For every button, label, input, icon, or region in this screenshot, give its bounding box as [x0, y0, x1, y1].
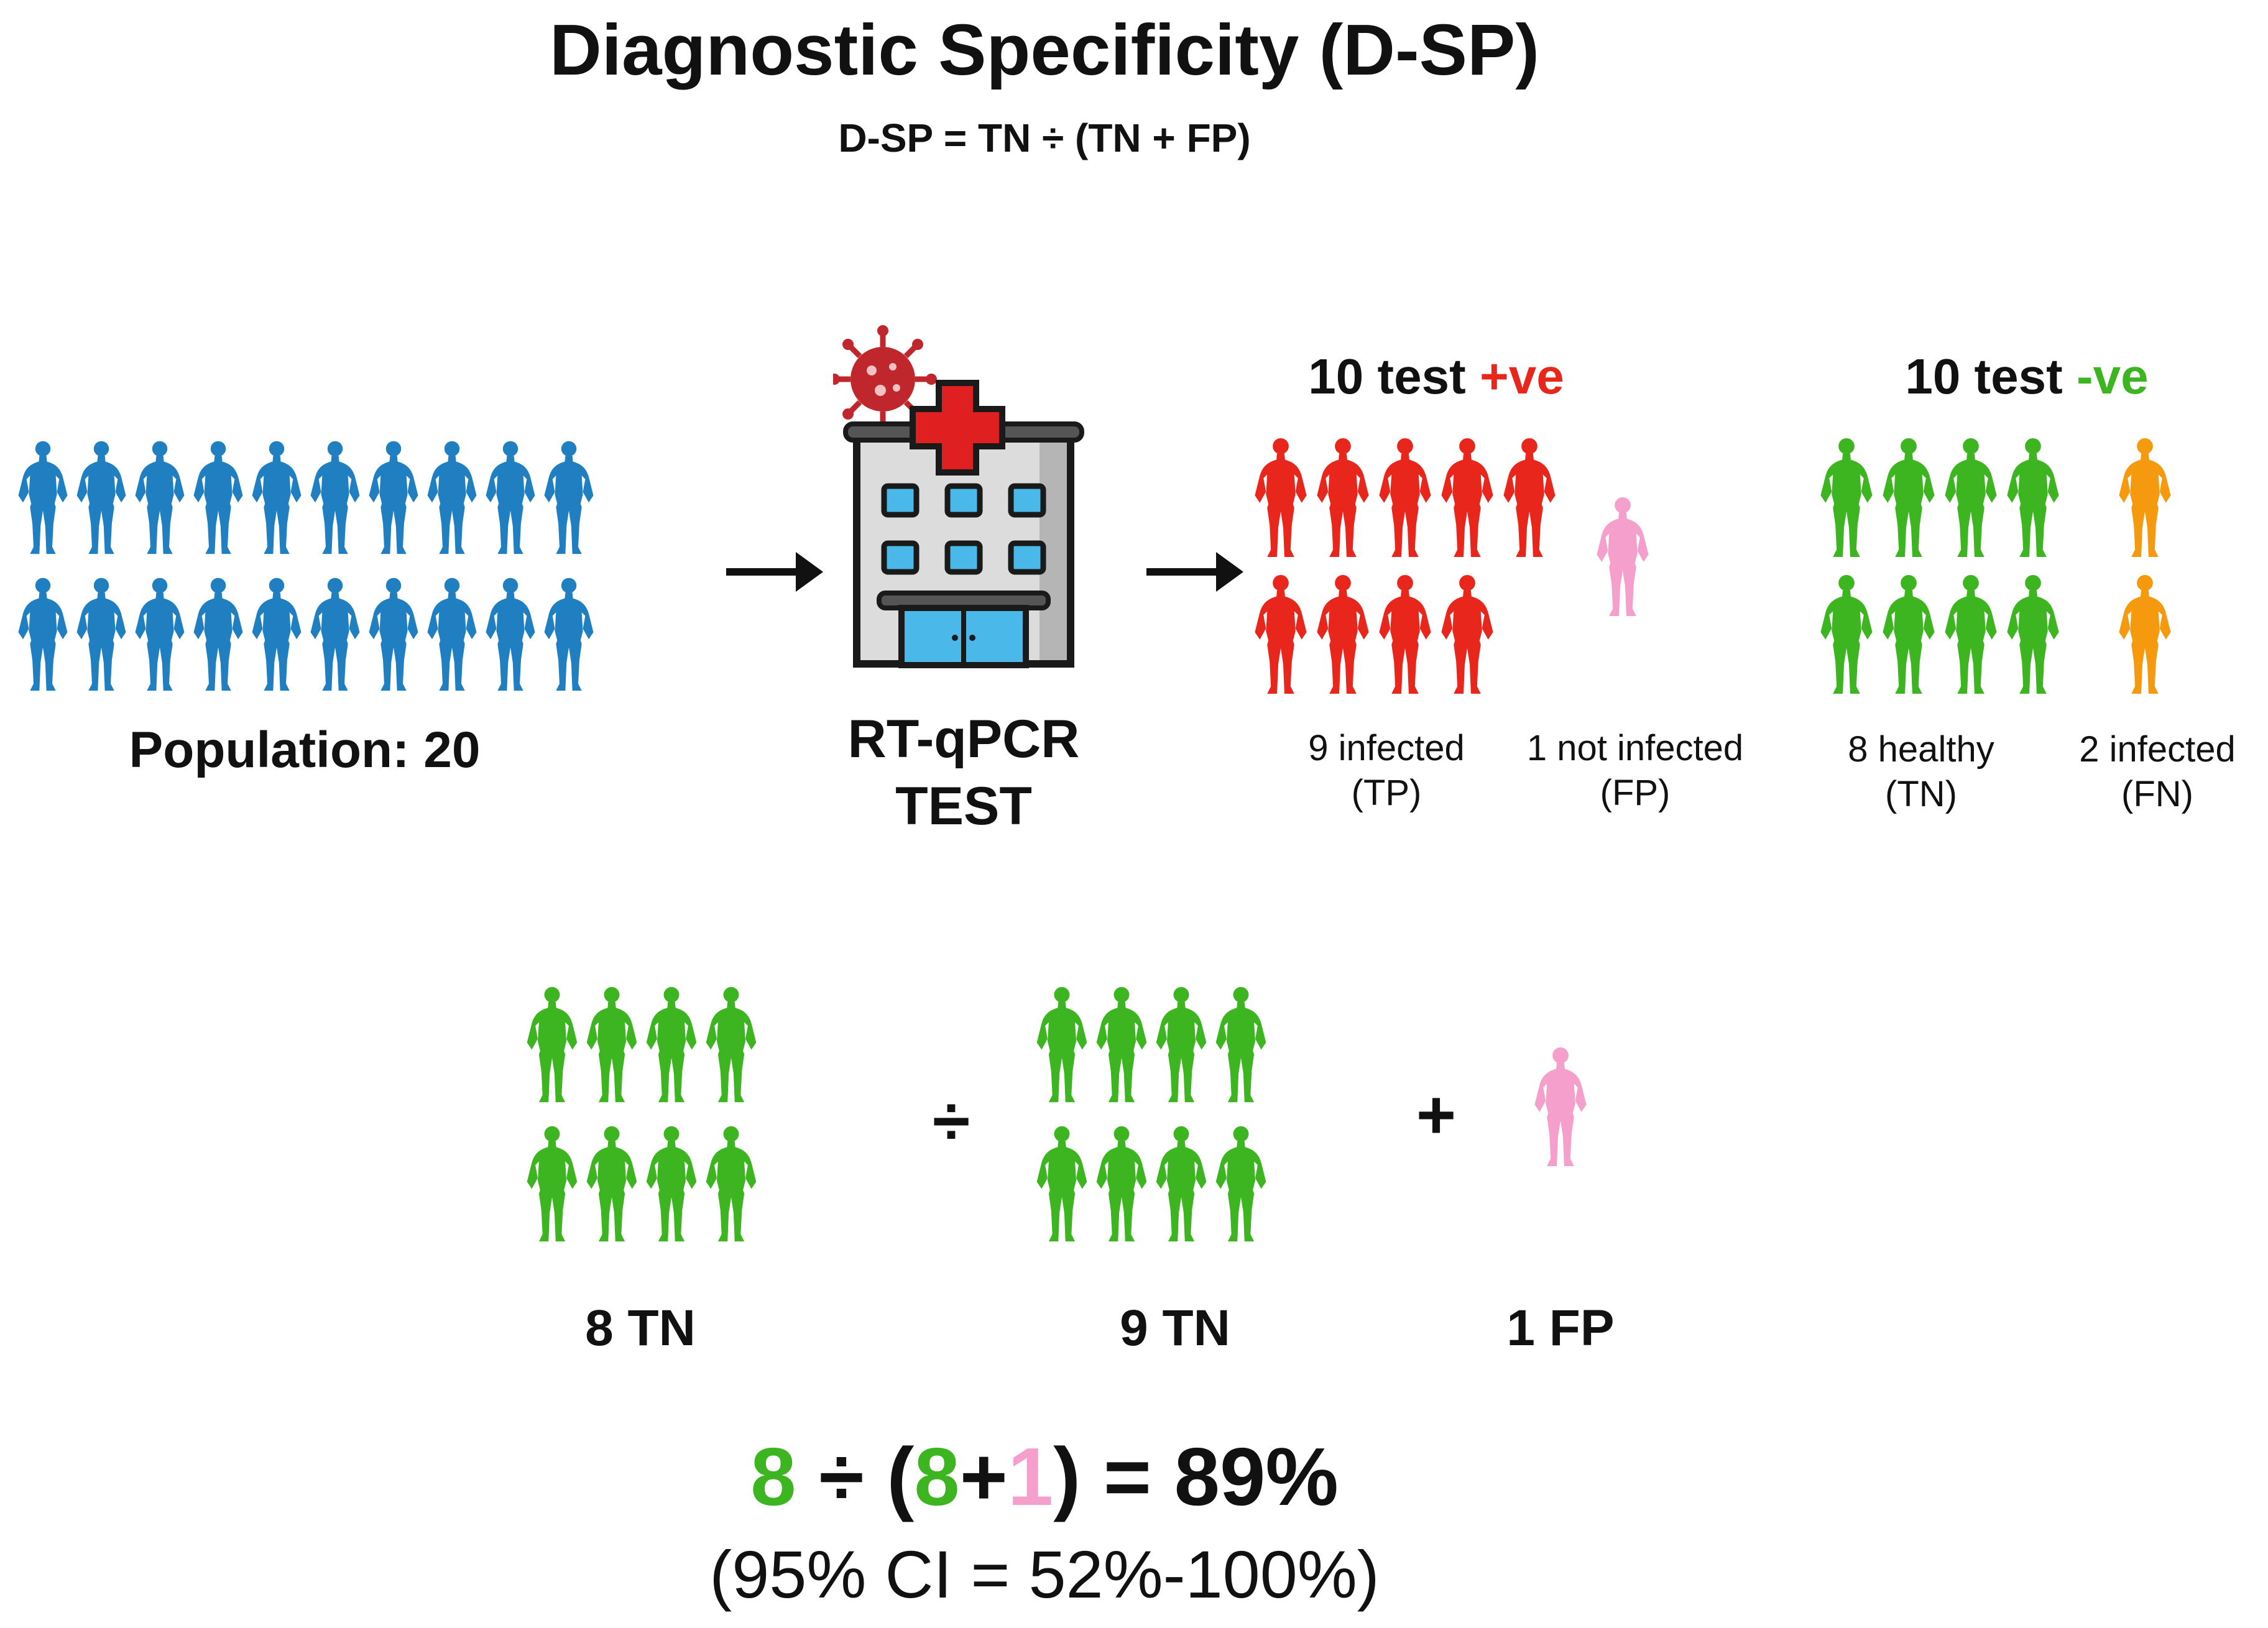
result-plus: + — [959, 1431, 1008, 1522]
population-person-icon — [423, 572, 481, 695]
hospital-icon — [833, 325, 1084, 668]
tn-person-icon — [1878, 572, 1940, 695]
population-person-icon — [72, 572, 131, 695]
tn-person-icon — [1940, 572, 2002, 695]
numerator-label: 8 TN — [585, 1300, 696, 1356]
negative-heading: 10 test -ve — [1809, 348, 2244, 405]
tn-person-icon — [582, 982, 642, 1105]
formula-text: D-SP = TN ÷ (TN + FP) — [838, 116, 1251, 160]
tn-person-icon — [522, 1121, 582, 1244]
arrow-to-results — [1146, 552, 1243, 592]
population-person-icon — [247, 572, 306, 695]
tn-label-line2: (TN) — [1885, 774, 1957, 814]
confidence-interval: (95% CI = 52%-100%) — [709, 1537, 1380, 1612]
tn-person-icon — [701, 1121, 761, 1244]
tn-person-icon — [1151, 1121, 1211, 1244]
result-fp: 1 — [1007, 1431, 1054, 1522]
population-person-icon — [540, 572, 598, 695]
tn-person-icon — [1815, 435, 1878, 558]
population-person-icon — [189, 435, 247, 558]
tn-person-icon — [582, 1121, 642, 1244]
result-divide: ÷ ( — [796, 1431, 915, 1522]
tn-person-icon — [522, 982, 582, 1105]
population-person-icon — [364, 572, 423, 695]
fp-label-line1: 1 not infected — [1526, 728, 1744, 768]
tp-label-line2: (TP) — [1351, 773, 1422, 813]
tn-person-icon — [1032, 982, 1092, 1105]
true-positive-group — [1250, 435, 1560, 695]
tp-person-icon — [1374, 572, 1436, 695]
positive-heading-suffix: +ve — [1480, 349, 1564, 404]
divide-sign: ÷ — [932, 1083, 970, 1159]
denominator-label: 9 TN — [1120, 1300, 1230, 1356]
population-person-icon — [131, 435, 189, 558]
tn-person-icon — [1151, 982, 1211, 1105]
tn-person-icon — [1878, 435, 1940, 558]
negative-heading-suffix: -ve — [2077, 349, 2149, 404]
tn-person-icon — [1092, 1121, 1151, 1244]
page-title: Diagnostic Specificity (D-SP) — [549, 9, 1540, 90]
tp-person-icon — [1250, 435, 1312, 558]
tn-person-icon — [1032, 1121, 1092, 1244]
population-person-icon — [14, 572, 72, 695]
tn-person-icon — [1940, 435, 2002, 558]
population-person-icon — [364, 435, 423, 558]
population-person-icon — [14, 435, 72, 558]
fn-person-icon — [2114, 435, 2176, 558]
population-person-icon — [247, 435, 306, 558]
population-person-icon — [306, 572, 364, 695]
result-tn: 8 — [750, 1431, 796, 1522]
test-label-line2: TEST — [895, 776, 1032, 836]
denominator-tn-group — [1032, 982, 1271, 1244]
tn-person-icon — [1815, 572, 1878, 695]
result-equation: 8 ÷ (8+1) = 89% — [0, 1430, 2089, 1524]
tn-person-icon — [2002, 435, 2064, 558]
tp-person-icon — [1312, 572, 1374, 695]
tn-person-icon — [1211, 982, 1271, 1105]
plus-sign: + — [1416, 1077, 1457, 1153]
false-negative-group — [2114, 435, 2176, 695]
tn-person-icon — [642, 982, 701, 1105]
tn-person-icon — [642, 1121, 701, 1244]
negative-heading-prefix: 10 test — [1905, 349, 2077, 404]
fp-equation-label: 1 FP — [1506, 1300, 1615, 1356]
population-person-icon — [72, 435, 131, 558]
tp-person-icon — [1436, 572, 1498, 695]
population-person-icon — [481, 572, 540, 695]
tn-person-icon — [701, 982, 761, 1105]
fp-label-line2: (FP) — [1600, 773, 1671, 813]
numerator-tn-group — [522, 982, 761, 1244]
tp-label-line1: 9 infected — [1308, 728, 1465, 768]
true-negative-group — [1815, 435, 2064, 695]
population-person-icon — [481, 435, 540, 558]
tn-person-icon — [1092, 982, 1151, 1105]
population-person-icon — [423, 435, 481, 558]
positive-heading: 10 test +ve — [1219, 348, 1654, 405]
result-value: ) = 89% — [1053, 1431, 1339, 1522]
positive-heading-prefix: 10 test — [1308, 349, 1480, 404]
fp-person-icon — [1529, 1044, 1592, 1167]
fp-person-icon — [1592, 494, 1654, 617]
tp-person-icon — [1498, 435, 1560, 558]
fn-label-line1: 2 infected — [2079, 729, 2236, 770]
tn-person-icon — [2002, 572, 2064, 695]
population-label: Population: 20 — [129, 722, 481, 778]
fn-person-icon — [2114, 572, 2176, 695]
population-group — [14, 435, 598, 695]
tp-person-icon — [1436, 435, 1498, 558]
tp-person-icon — [1250, 572, 1312, 695]
population-person-icon — [306, 435, 364, 558]
population-person-icon — [131, 572, 189, 695]
fn-label-line2: (FN) — [2121, 774, 2193, 814]
tp-person-icon — [1374, 435, 1436, 558]
tn-label-line1: 8 healthy — [1848, 729, 1994, 770]
result-tn-2: 8 — [914, 1431, 960, 1522]
population-person-icon — [189, 572, 247, 695]
tn-person-icon — [1211, 1121, 1271, 1244]
test-label-line1: RT-qPCR — [847, 709, 1080, 769]
population-person-icon — [540, 435, 598, 558]
tp-person-icon — [1312, 435, 1374, 558]
arrow-to-test — [726, 552, 823, 592]
